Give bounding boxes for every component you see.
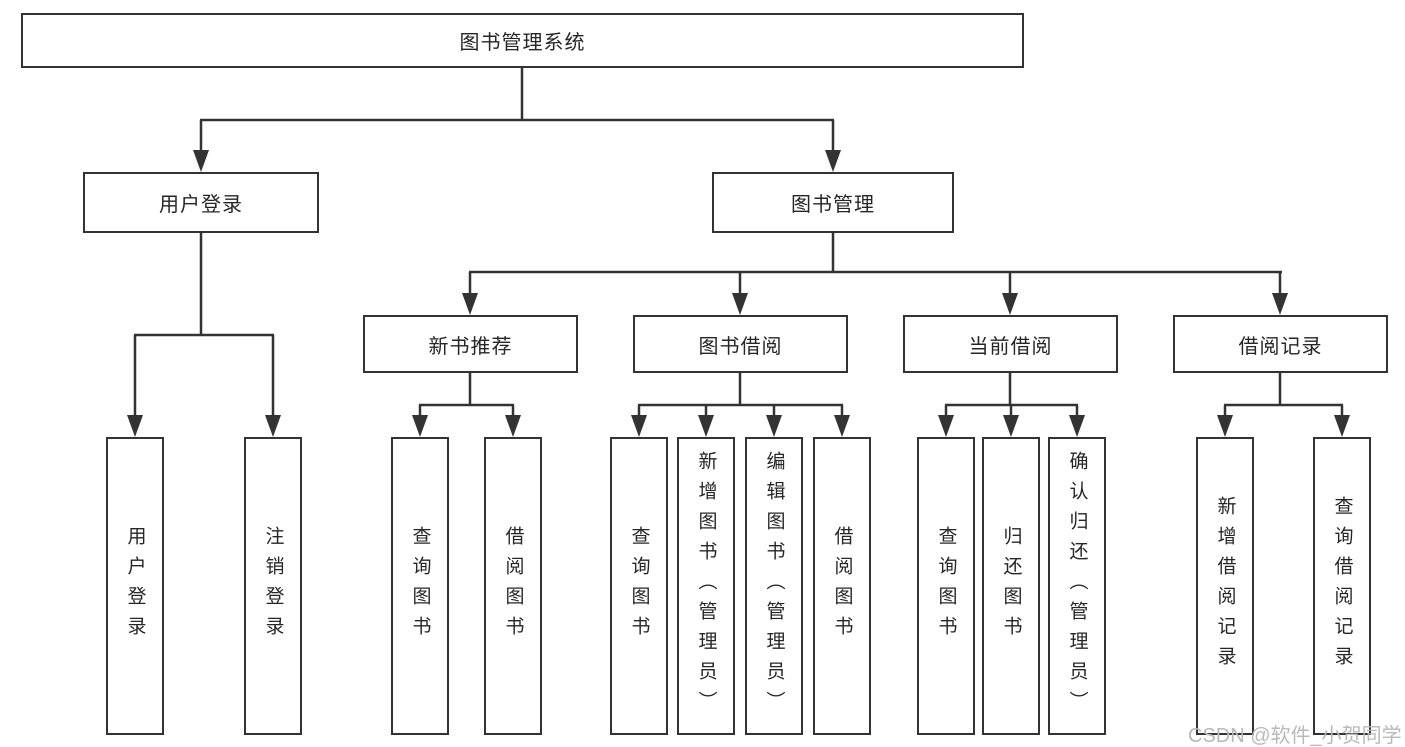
- node-confirm-return-admin: 确认归还（管理员）: [1048, 437, 1106, 735]
- node-borrow-books: 借阅图书: [813, 437, 871, 735]
- node-query-books-borrow: 查询图书: [610, 437, 668, 735]
- node-borrow-books-recommend: 借阅图书: [484, 437, 542, 735]
- node-add-book-admin: 新增图书（管理员）: [677, 437, 735, 735]
- csdn-watermark: CSDN @软件_小贺同学: [1188, 725, 1402, 747]
- node-return-book: 归还图书: [982, 437, 1040, 735]
- node-library-system: 图书管理系统: [21, 13, 1024, 68]
- node-query-books-recommend: 查询图书: [391, 437, 449, 735]
- node-add-borrow-record: 新增借阅记录: [1196, 437, 1254, 735]
- node-logout: 注销登录: [244, 437, 302, 735]
- node-query-books-current: 查询图书: [917, 437, 975, 735]
- node-user-login: 用户登录: [83, 172, 319, 233]
- node-book-management: 图书管理: [712, 172, 954, 233]
- node-login: 用户登录: [106, 437, 164, 735]
- node-book-borrow: 图书借阅: [633, 315, 848, 373]
- node-borrow-records: 借阅记录: [1173, 315, 1388, 373]
- node-current-borrow: 当前借阅: [903, 315, 1118, 373]
- node-new-book-recommend: 新书推荐: [363, 315, 578, 373]
- node-query-borrow-record: 查询借阅记录: [1313, 437, 1371, 735]
- node-edit-book-admin: 编辑图书（管理员）: [745, 437, 803, 735]
